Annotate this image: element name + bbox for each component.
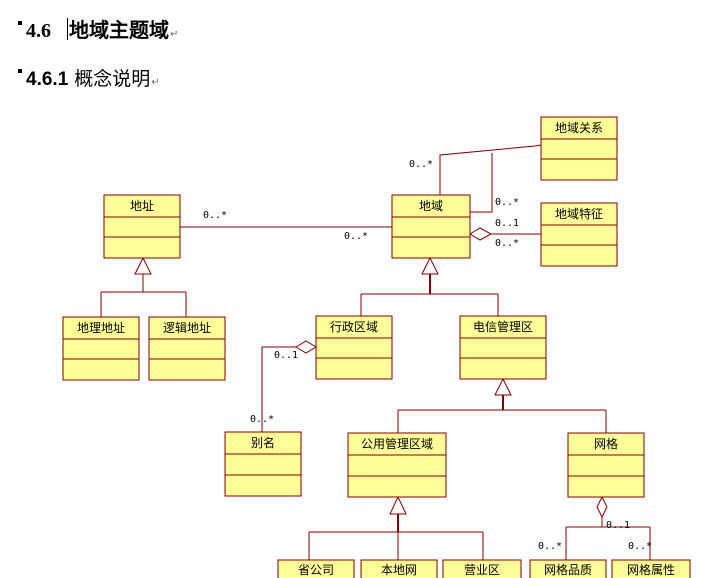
class-name-logic-address: 逻辑地址 — [163, 321, 211, 335]
class-name-admin-area: 行政区域 — [330, 320, 378, 334]
aggregation-admin-alias — [261, 346, 296, 432]
class-public-area — [347, 432, 447, 498]
class-telecom-area — [459, 315, 547, 380]
class-name-region-feature: 地域特征 — [555, 206, 603, 221]
subsection-number: 4.6.1 — [26, 69, 69, 90]
class-name-grid-attribute: 网格属性 — [627, 562, 675, 577]
multiplicity-label: 0..* — [628, 541, 652, 552]
paragraph-mark: ↵ — [151, 77, 160, 88]
generalization-arrow — [494, 377, 512, 396]
section-number: 4.6 — [26, 20, 51, 42]
multiplicity-label: 0..* — [495, 238, 519, 249]
class-region-relation — [540, 116, 618, 181]
aggregation-diamond — [295, 340, 317, 354]
association-region-self — [470, 153, 493, 213]
multiplicity-label: 0..1 — [274, 350, 298, 361]
multiplicity-label: 0..* — [203, 210, 227, 221]
class-name-public-area: 公用管理区域 — [361, 436, 433, 451]
class-geo-address — [62, 316, 140, 381]
class-name-telecom-area: 电信管理区 — [473, 319, 533, 334]
multiplicity-label: 0..* — [409, 159, 433, 170]
class-name-grid-quality: 网格品质 — [544, 562, 592, 577]
class-name-alias: 别名 — [251, 435, 275, 450]
class-region-feature — [540, 202, 618, 267]
multiplicity-label: 0..* — [250, 414, 274, 425]
class-name-address: 地址 — [130, 199, 154, 213]
generalization-arrow — [134, 256, 152, 275]
class-name-local-network: 本地网 — [381, 563, 417, 577]
association-region-relation — [439, 145, 536, 195]
section-heading-4-6: 4.6 地域主题域 ↵ — [18, 14, 178, 43]
heading-bullet — [18, 21, 22, 25]
multiplicity-label: 0..1 — [495, 218, 519, 229]
heading-bullet — [18, 69, 22, 73]
multiplicity-label: 0..1 — [606, 520, 630, 531]
class-business-area — [442, 559, 522, 578]
subsection-heading-4-6-1: 4.6.1 概念说明 ↵ — [18, 64, 160, 91]
aggregation-diamond — [469, 227, 493, 241]
class-grid — [567, 432, 645, 498]
multiplicity-label: 0..* — [538, 541, 562, 552]
class-name-geo-address: 地理地址 — [77, 321, 125, 335]
class-name-region: 地域 — [419, 199, 443, 213]
text-cursor — [67, 18, 68, 40]
class-name-grid: 网格 — [594, 436, 618, 451]
class-name-province-company: 省公司 — [298, 563, 334, 577]
generalization-arrow — [421, 256, 439, 275]
class-name-region-relation: 地域关系 — [555, 121, 603, 135]
class-admin-area — [315, 315, 393, 380]
multiplicity-label: 0..* — [344, 231, 368, 242]
multiplicity-label: 0..* — [495, 197, 519, 208]
class-logic-address — [148, 316, 226, 381]
class-grid-attribute — [611, 559, 691, 578]
class-name-business-area: 营业区 — [464, 563, 500, 577]
generalization-arrow — [389, 495, 407, 515]
class-region — [391, 194, 471, 259]
class-local-network — [360, 559, 438, 578]
aggregation-diamond — [596, 495, 608, 519]
class-province-company — [277, 559, 355, 578]
class-alias — [224, 431, 302, 497]
class-address — [103, 194, 181, 259]
paragraph-mark: ↵ — [170, 29, 179, 40]
subsection-title: 概念说明 — [74, 68, 151, 90]
class-grid-quality — [529, 559, 607, 578]
section-title: 地域主题域 — [69, 18, 169, 42]
